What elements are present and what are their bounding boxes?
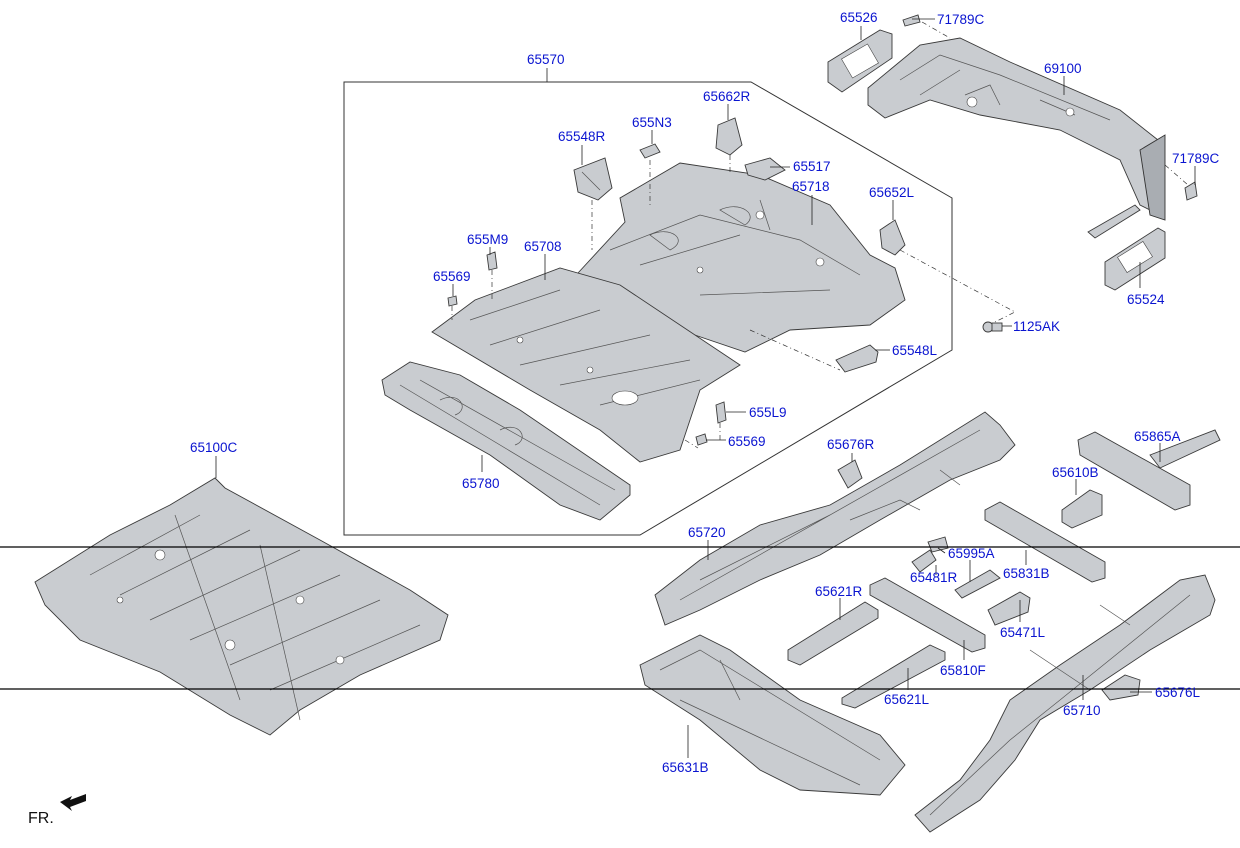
part-65569-clip-top	[447, 295, 458, 307]
callout-65995A: 65995A	[948, 546, 995, 561]
part-65548L-bracket	[835, 344, 879, 373]
callout-65720: 65720	[688, 525, 726, 540]
part-65676L-bracket	[1101, 674, 1141, 701]
callout-65570: 65570	[527, 52, 565, 67]
part-65810F-crossmember	[869, 577, 986, 653]
callout-65569-top: 65569	[433, 269, 471, 284]
callout-65610B: 65610B	[1052, 465, 1099, 480]
part-65517-bracket	[744, 157, 786, 181]
callout-65569-bottom: 65569	[728, 434, 766, 449]
part-71789C-clip-top	[902, 14, 921, 27]
callout-65662R: 65662R	[703, 89, 751, 104]
callout-71789C-top: 71789C	[937, 12, 985, 27]
part-655L9-bracket	[715, 401, 727, 424]
callout-65676R: 65676R	[827, 437, 875, 452]
callout-69100: 69100	[1044, 61, 1082, 76]
callout-65548R: 65548R	[558, 129, 606, 144]
front-direction-label: FR.	[28, 810, 54, 827]
callout-65517: 65517	[793, 159, 831, 174]
callout-65621R: 65621R	[815, 584, 863, 599]
part-69100-rear-crossmember	[867, 37, 1166, 221]
callout-1125AK: 1125AK	[1013, 319, 1060, 334]
callout-65471L: 65471L	[1000, 625, 1046, 640]
part-65710-side-member-right	[914, 574, 1216, 833]
part-655N3-pad	[639, 143, 661, 159]
assembly-group-frame-65570	[343, 81, 953, 536]
callout-65621L: 65621L	[884, 692, 930, 707]
part-65718-rear-floor-pan	[577, 162, 906, 353]
callout-65524: 65524	[1127, 292, 1165, 307]
part-65831B-crossmember	[984, 501, 1106, 583]
callout-655M9: 655M9	[467, 232, 508, 247]
part-65621L-reinforcement	[841, 644, 946, 709]
front-direction-arrow-icon	[60, 794, 86, 811]
callout-65100C: 65100C	[190, 440, 238, 455]
part-65865A-crossmember	[1077, 429, 1221, 511]
callout-65676L: 65676L	[1155, 685, 1201, 700]
part-65471L-bracket	[987, 591, 1031, 626]
callout-65710: 65710	[1063, 703, 1101, 718]
part-65610B-bracket	[1061, 489, 1103, 529]
callout-65481R: 65481R	[910, 570, 958, 585]
part-65831B-insert	[954, 569, 1001, 599]
part-655M9-bracket	[486, 251, 498, 271]
part-65652L-bracket	[879, 219, 906, 256]
part-65526-bracket	[827, 29, 893, 93]
callout-65718: 65718	[792, 179, 830, 194]
callout-655L9: 655L9	[749, 405, 787, 420]
leader-lines	[215, 18, 1196, 758]
callout-65526: 65526	[840, 10, 878, 25]
part-65100C-front-floor	[34, 477, 449, 736]
callout-65631B: 65631B	[662, 760, 709, 775]
callout-65652L: 65652L	[869, 185, 915, 200]
callout-65831B: 65831B	[1003, 566, 1050, 581]
part-65569-clip-bottom	[695, 433, 708, 446]
part-65548R-bracket	[573, 157, 613, 201]
part-65481R-bracket	[911, 549, 937, 573]
part-65708-center-floor	[431, 267, 741, 463]
part-65524-bracket	[1087, 204, 1166, 291]
callout-65810F: 65810F	[940, 663, 986, 678]
part-65662R-bracket	[715, 117, 743, 156]
part-71789C-clip-right	[1184, 181, 1198, 201]
part-1125AK-bolt	[982, 321, 1003, 333]
part-65995A-bracket	[927, 536, 949, 553]
part-65621R-reinforcement	[787, 601, 879, 666]
part-65631B-side-sill	[639, 634, 906, 796]
part-65676R-bracket	[837, 459, 863, 489]
callout-655N3: 655N3	[632, 115, 672, 130]
callout-65548L: 65548L	[892, 343, 938, 358]
callout-65780: 65780	[462, 476, 500, 491]
callout-71789C-right: 71789C	[1172, 151, 1220, 166]
part-65780-floor-side-member	[381, 361, 631, 521]
callout-65865A: 65865A	[1134, 429, 1181, 444]
callout-65708: 65708	[524, 239, 562, 254]
